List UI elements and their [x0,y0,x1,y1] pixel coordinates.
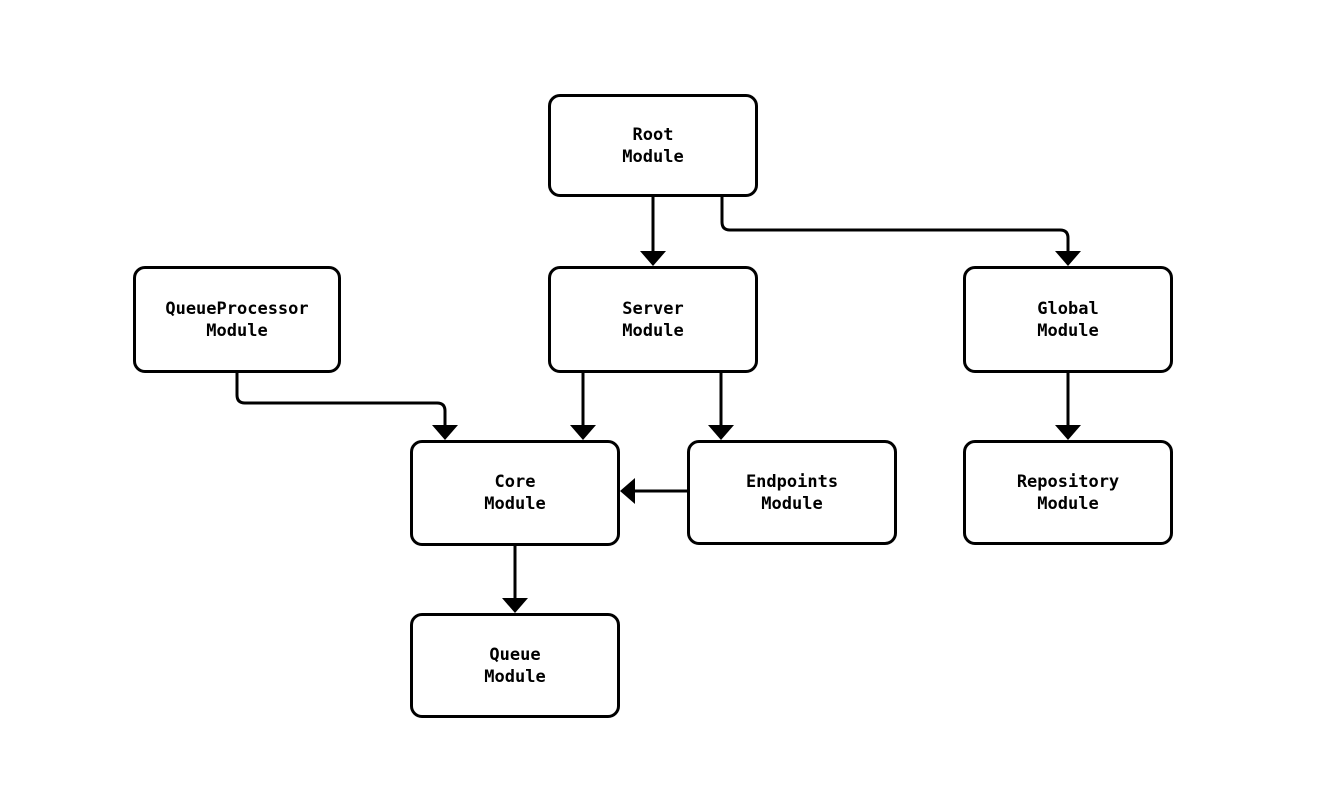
global-module-label-line1: Global [1037,298,1099,319]
edge-server-to-core-arrowhead [570,425,596,440]
server-module-node[interactable]: Server Module [548,266,758,373]
core-module-label-line2: Module [484,494,546,514]
endpoints-module-label-line1: Endpoints [745,471,839,492]
server-module-label-line1: Server [622,298,684,319]
core-module-node[interactable]: Core Module [410,440,620,546]
global-module-label-line2: Module [1037,320,1099,341]
edge-core-to-queue-arrowhead [502,598,528,613]
queueprocessor-module-label-line1: QueueProcessor [165,298,309,319]
edge-root-to-global-arrowhead [1055,251,1081,266]
queueprocessor-module-label-line2: Module [206,320,268,341]
edge-queueprocessor-to-core [235,373,447,427]
repository-module-node[interactable]: Repository Module [963,440,1173,545]
repository-module-label-line2: Module [1037,493,1099,514]
repository-module-label-line1: Repository [1016,471,1120,492]
server-module-label-line2: Module [622,320,684,341]
endpoints-module-node[interactable]: Endpoints Module [687,440,897,545]
edge-endpoints-to-core-arrowhead [620,478,635,504]
root-module-label-line2: Module [622,146,684,167]
edge-root-to-server-arrowhead [640,251,666,266]
edge-root-to-global [720,197,1070,253]
queue-module-node[interactable]: Queue Module [410,613,620,718]
root-module-label-line1: Root [632,124,674,145]
queue-module-label-line2: Module [484,666,546,687]
queue-module-label-line1: Queue [489,644,541,665]
endpoints-module-label-line2: Module [761,493,823,514]
queueprocessor-module-node[interactable]: QueueProcessor Module [133,266,341,373]
edge-server-to-endpoints-arrowhead [708,425,734,440]
root-module-node[interactable]: Root Module [548,94,758,197]
edge-global-to-repository-arrowhead [1055,425,1081,440]
edge-queueprocessor-to-core-arrowhead [432,425,458,440]
core-module-label-line1: Core [494,472,536,492]
global-module-node[interactable]: Global Module [963,266,1173,373]
